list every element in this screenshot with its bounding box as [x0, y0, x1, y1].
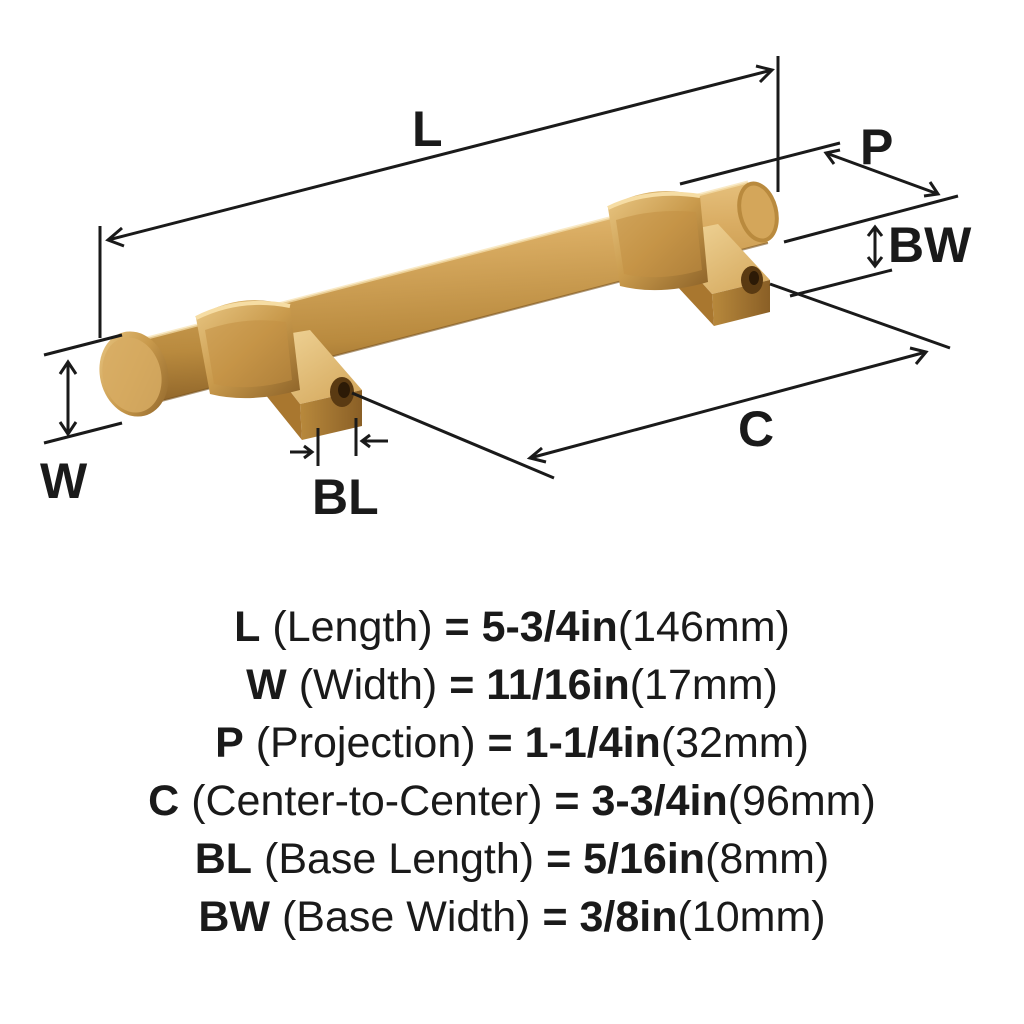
spec-row-center-to-center: C (Center-to-Center) = 3-3/4in(96mm)	[148, 777, 876, 825]
spec-row-length: L (Length) = 5-3/4in(146mm)	[234, 603, 790, 651]
label-width: W	[40, 453, 88, 509]
left-post	[195, 300, 362, 440]
label-center-to-center: C	[738, 401, 774, 457]
label-base-length: BL	[312, 469, 379, 525]
spec-row-width: W (Width) = 11/16in(17mm)	[246, 661, 778, 709]
spec-row-projection: P (Projection) = 1-1/4in(32mm)	[215, 719, 809, 767]
right-post	[607, 191, 770, 326]
dimension-spec-list: L (Length) = 5-3/4in(146mm) W (Width) = …	[0, 598, 1024, 946]
pull-handle-diagram: L W P BW C BL	[40, 56, 972, 525]
label-base-width: BW	[888, 217, 972, 273]
left-end-cap	[99, 331, 169, 417]
spec-row-base-length: BL (Base Length) = 5/16in(8mm)	[194, 835, 830, 883]
label-length: L	[412, 101, 443, 157]
dimension-lines	[43, 56, 959, 480]
spec-row-base-width: BW (Base Width) = 3/8in(10mm)	[198, 893, 826, 941]
label-projection: P	[860, 119, 893, 175]
